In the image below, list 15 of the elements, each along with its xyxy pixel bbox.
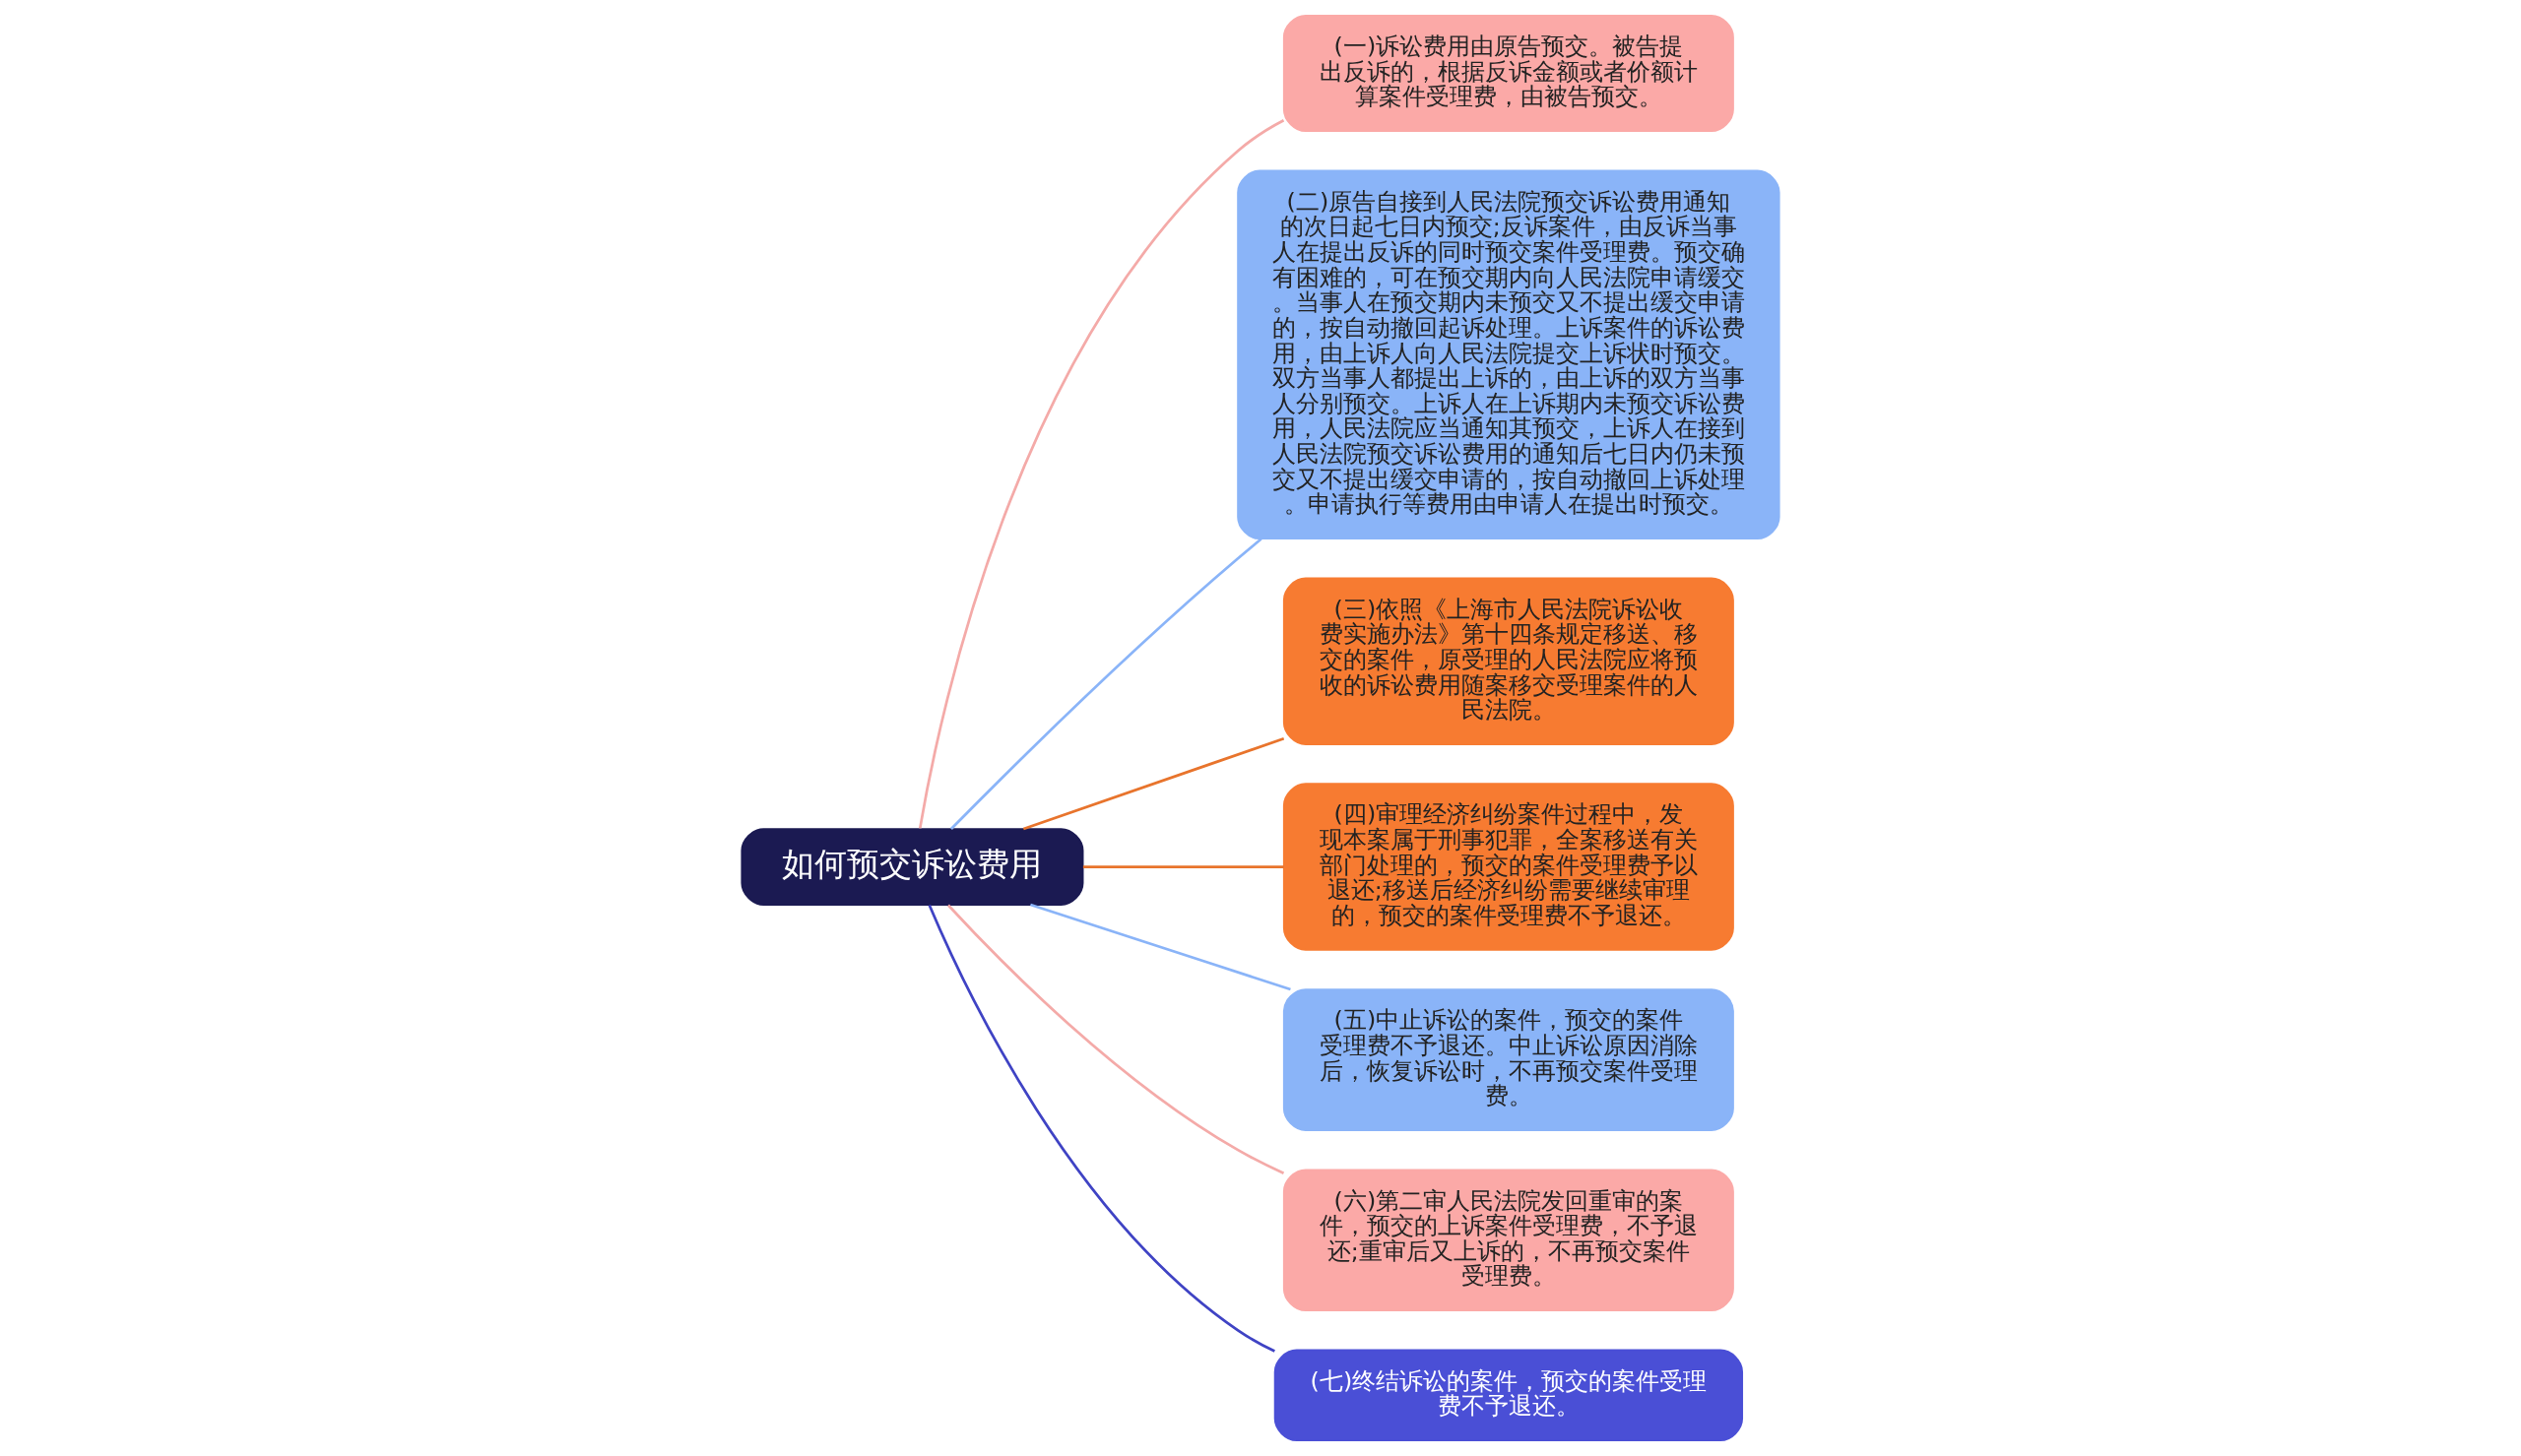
- connector: [928, 904, 1275, 1353]
- node-box: (六)第二审人民法院发回重审的案件，预交的上诉案件受理费，不予退还;重审后又上诉的，不再预交案件受理费。: [1282, 1169, 1734, 1312]
- node-box: (四)审理经济纠纷案件过程中，发现本案属于刑事犯罪，全案移送有关部门处理的，预交的案件受理费予以退还;移送后经济纠纷需要继续审理的，预交的案件受理费不予退还。: [1282, 783, 1734, 951]
- node-box: (一)诉讼费用由原告预交。被告提出反诉的，根据反诉金额或者价额计算案件受理费，由被告预交。: [1282, 15, 1734, 133]
- node-box: (五)中止诉讼的案件，预交的案件受理费不予退还。中止诉讼原因消除后，恢复诉讼时，不再预交案件受理费。: [1282, 988, 1734, 1131]
- connector: [1082, 865, 1284, 868]
- node-box: 如何预交诉讼费用: [741, 828, 1084, 906]
- node-box: (三)依照《上海市人民法院诉讼收费实施办法》第十四条规定移送、移交的案件，原受理的人民法院应将预收的诉讼费用随案移交受理案件的人民法院。: [1282, 577, 1734, 745]
- connector: [1030, 903, 1291, 991]
- node-box: (二)原告自接到人民法院预交诉讼费用通知的次日起七日内预交;反诉案件，由反诉当事人在提出反诉的同时预交案件受理费。预交确有困难的，可在预交期内向人民法院申请缓交。当事人在预交期内未预交又不提出缓交申请的，按自动撤回起诉处理。上诉案件的诉讼费用，由上诉人向人民法院提交上诉状时预交。双方当事人都提出上诉的，由上诉的双方当事人分别预交。上诉人在上诉期内未预交诉讼费用，人民法院应当通知其预交，上诉人在接到人民法院预交诉讼费用的通知后七日内仍未预交又不提出缓交申请的，按自动撤回上诉处理。申请执行等费用由申请人在提出时预交。: [1237, 169, 1780, 540]
- connector: [946, 904, 1285, 1174]
- node-box: (七)终结诉讼的案件，预交的案件受理费不予退还。: [1273, 1349, 1744, 1441]
- connector: [949, 538, 1262, 830]
- connector: [918, 119, 1285, 829]
- connector: [1022, 736, 1285, 831]
